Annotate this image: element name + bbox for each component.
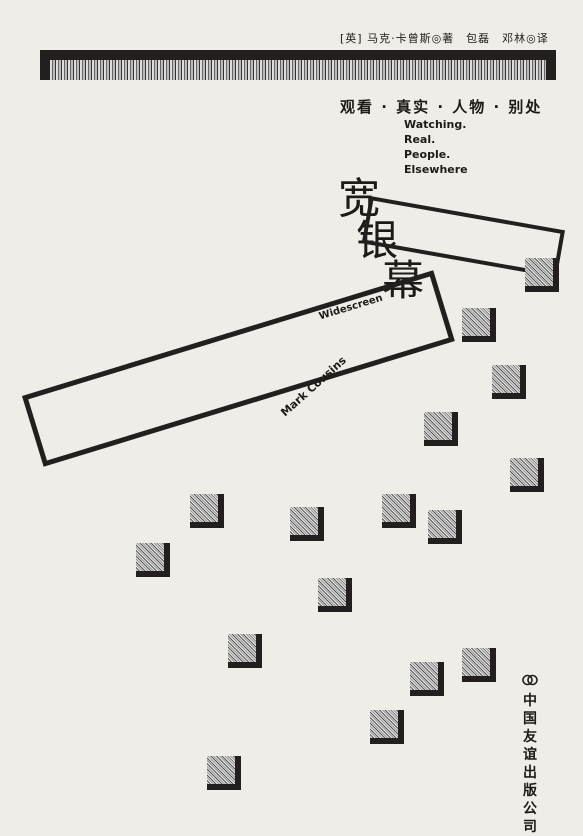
title-char-3: 幕 [382, 256, 425, 305]
subtitle-english: Watching. Real. People. Elsewhere [404, 118, 468, 176]
texture-square [510, 458, 544, 492]
texture-square [410, 662, 444, 696]
texture-square [428, 510, 462, 544]
texture-square [424, 412, 458, 446]
title-chinese: 宽 银 幕 [338, 176, 424, 304]
title-char-2: 银 [356, 216, 399, 265]
publisher-logo-icon [522, 674, 538, 686]
title-char-1: 宽 [338, 174, 381, 223]
texture-square [382, 494, 416, 528]
publisher-name: 中国友谊出版公司 [523, 693, 537, 835]
texture-square [462, 308, 496, 342]
authors-line: [英] 马克·卡曾斯◎著 包磊 邓林◎译 [340, 32, 549, 45]
texture-square [462, 648, 496, 682]
texture-square [525, 258, 559, 292]
texture-square [228, 634, 262, 668]
publisher: 中国友谊出版公司 [520, 672, 540, 836]
texture-square [318, 578, 352, 612]
subtitle-chinese: 观看 · 真实 · 人物 · 别处 [340, 98, 543, 116]
texture-square [492, 365, 526, 399]
texture-square [136, 543, 170, 577]
top-texture-bar [40, 50, 556, 80]
texture-square [370, 710, 404, 744]
texture-square [190, 494, 224, 528]
texture-square [290, 507, 324, 541]
texture-square [207, 756, 241, 790]
large-frame [22, 270, 455, 467]
